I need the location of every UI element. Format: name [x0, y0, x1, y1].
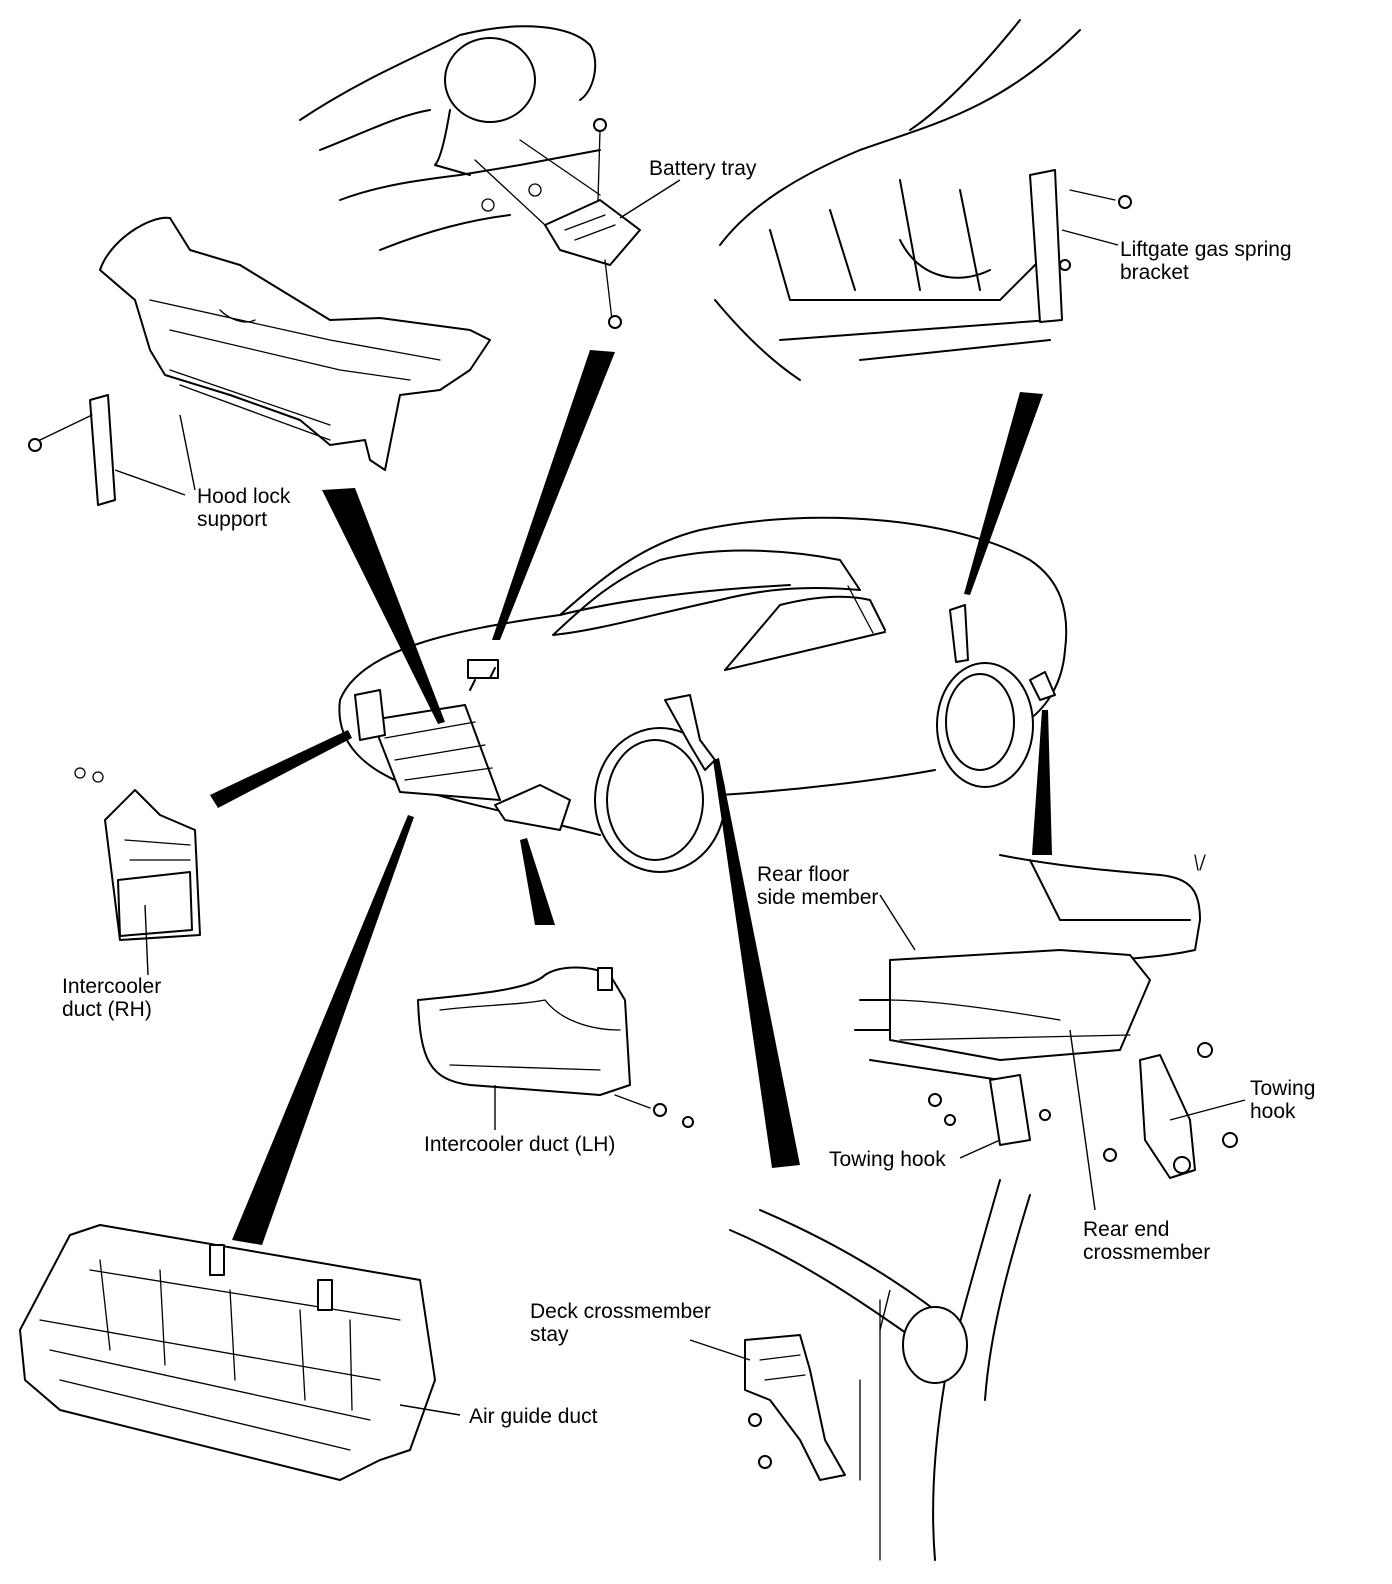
intercooler-duct-lh-label: Intercooler duct (LH) [424, 1133, 616, 1156]
hood-lock-support-inset [28, 216, 491, 506]
rear-floor-inset [854, 854, 1246, 1211]
rear-floor-side-member-part [889, 949, 1151, 1061]
battery-tray-on-car [467, 659, 499, 679]
liftgate-gas-spring-bracket-part [1029, 169, 1063, 323]
tail-lamp-area [902, 1306, 968, 1384]
liftgate-bracket-on-car [949, 604, 969, 663]
rear-floor-side-member-label: Rear floor side member [757, 863, 879, 909]
car-body [338, 516, 1068, 873]
intercooler-duct-lh-part [417, 966, 631, 1096]
towing-hook-on-car [1029, 671, 1056, 701]
intercooler-duct-rh-inset [74, 767, 201, 976]
hood-lock-support-part [99, 216, 491, 471]
deck-crossmember-stay-part [744, 1334, 846, 1481]
intercooler-duct-rh-label: Intercooler duct (RH) [62, 975, 162, 1021]
deck-crossmember-stay-inset [689, 1179, 1031, 1561]
intercooler-duct-rh-on-car [354, 689, 386, 741]
hood-lock-support-label: Hood lock support [197, 485, 291, 531]
liftgate-gas-spring-bracket-label: Liftgate gas spring bracket [1120, 238, 1292, 284]
battery-tray-label: Battery tray [649, 157, 757, 180]
towing-hook-left-part [989, 1074, 1031, 1146]
hood-lock-part [89, 394, 116, 506]
liftgate-inset [714, 19, 1132, 381]
rear-end-crossmember-label: Rear end crossmember [1083, 1218, 1211, 1264]
battery-tray-inset [299, 25, 681, 329]
battery-tray-part [544, 199, 641, 266]
rear-wheel [936, 662, 1034, 788]
towing-hook-right-label: Towing hook [1250, 1077, 1316, 1123]
intercooler-duct-lh-on-car [494, 784, 571, 831]
deck-crossmember-stay-label: Deck crossmember stay [530, 1300, 711, 1346]
air-guide-duct-inset [19, 1224, 461, 1481]
intercooler-duct-lh-inset [417, 966, 694, 1130]
air-guide-duct-label: Air guide duct [469, 1405, 598, 1428]
towing-hook-right-part [1139, 1054, 1196, 1179]
callout-wedges [210, 350, 1052, 1245]
towing-hook-left-label: Towing hook [829, 1148, 946, 1171]
